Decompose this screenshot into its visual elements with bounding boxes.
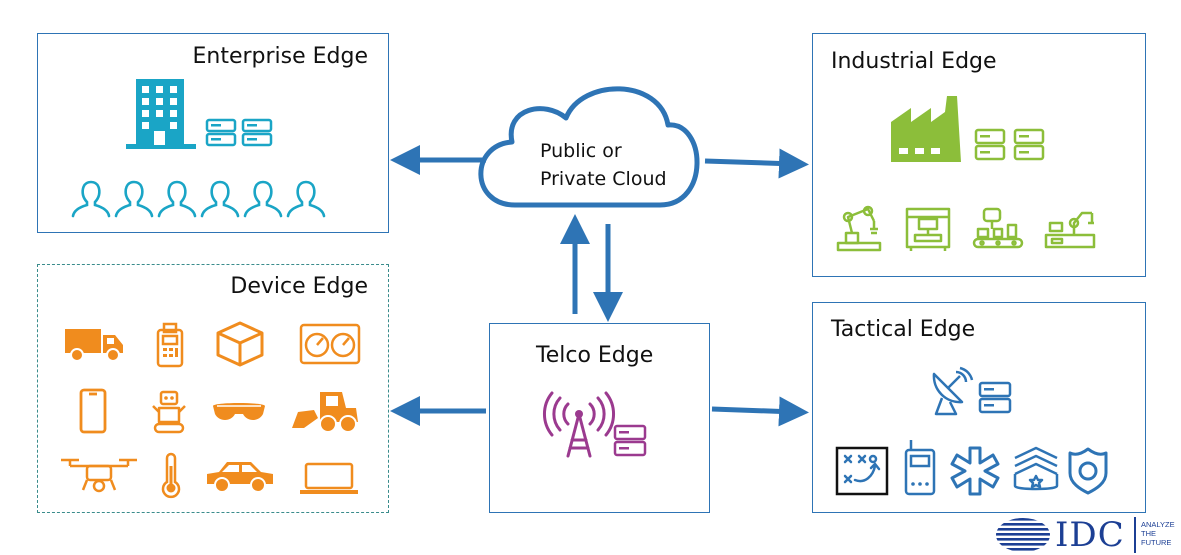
tagline-line-2: THE	[1141, 529, 1156, 538]
military-rank-icon	[1013, 446, 1059, 491]
radio-icon	[904, 440, 936, 496]
drone-icon	[61, 458, 137, 493]
user-icon	[200, 180, 240, 218]
telco-edge-box: Telco Edge	[489, 323, 710, 513]
police-badge-icon	[1068, 447, 1108, 495]
robot-icon	[152, 390, 186, 434]
office-building-icon	[126, 79, 196, 149]
logo-divider	[1134, 517, 1136, 553]
server-icon	[978, 381, 1012, 414]
user-icon	[286, 180, 326, 218]
server-icon	[1013, 128, 1045, 161]
server-icon	[613, 424, 647, 457]
laptop-icon	[300, 462, 358, 494]
cloud-label-line1: Public or	[540, 140, 622, 162]
medical-star-icon	[950, 446, 1000, 496]
robot-arm-icon	[836, 205, 882, 252]
cell-tower-icon	[542, 391, 616, 458]
industrial-edge-title: Industrial Edge	[831, 49, 997, 74]
server-icon	[974, 128, 1006, 161]
smartphone-icon	[79, 388, 107, 434]
arrow-telco-to-tactical	[711, 396, 809, 427]
user-icon	[71, 180, 111, 218]
user-icon	[114, 180, 154, 218]
factory-icon	[891, 96, 961, 162]
meter-icon	[299, 323, 361, 365]
cnc-machine-icon	[905, 207, 951, 251]
assembly-line-icon	[972, 207, 1024, 249]
vr-headset-icon	[213, 403, 265, 420]
idc-globe-icon	[996, 518, 1050, 551]
tactics-board-icon	[835, 446, 889, 496]
truck-icon	[65, 329, 123, 362]
tactical-edge-title: Tactical Edge	[831, 317, 976, 342]
device-edge-box: Device Edge	[37, 264, 389, 513]
tagline-line-1: ANALYZE	[1141, 520, 1175, 529]
user-icon	[157, 180, 197, 218]
payment-terminal-icon	[156, 322, 184, 368]
idc-tagline: ANALYZE THE FUTURE	[1141, 520, 1175, 547]
enterprise-edge-title: Enterprise Edge	[192, 44, 368, 69]
arrow-cloud-to-industrial	[704, 148, 809, 179]
cloud-label: Public or Private Cloud	[540, 137, 667, 193]
idc-wordmark: IDC	[1055, 515, 1125, 555]
server-icon	[205, 118, 237, 147]
idc-logo: IDC ANALYZE THE FUTURE	[995, 515, 1181, 555]
telco-edge-title: Telco Edge	[536, 343, 654, 368]
car-icon	[207, 462, 273, 493]
industrial-robot-icon	[1044, 211, 1096, 249]
device-edge-title: Device Edge	[230, 274, 368, 299]
thermometer-icon	[161, 452, 181, 499]
user-icon	[243, 180, 283, 218]
bulldozer-icon	[292, 392, 358, 433]
tagline-line-3: FUTURE	[1141, 538, 1172, 547]
cloud-label-line2: Private Cloud	[540, 168, 667, 190]
package-icon	[216, 321, 264, 367]
satellite-dish-icon	[932, 366, 974, 416]
server-icon	[241, 118, 273, 147]
